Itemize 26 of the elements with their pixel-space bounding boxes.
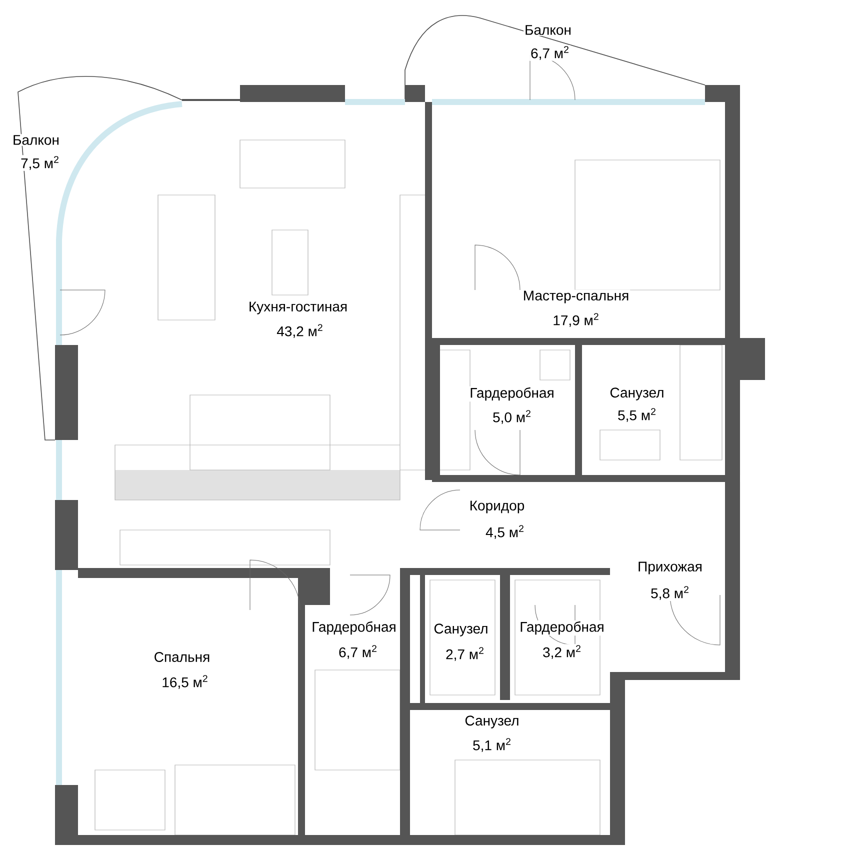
area-label: 5,5 м$^{2}$ <box>616 407 658 423</box>
room-name: Кухня-гостиная <box>247 300 349 316</box>
area-label: 6,7 м$^{2}$ <box>530 45 570 61</box>
area-label: 5,1 м$^{2}$ <box>472 737 512 753</box>
room-name: Прихожая <box>636 560 704 576</box>
room-name: Санузел <box>608 386 666 402</box>
area-label: 2,7 м$^{2}$ <box>444 646 486 662</box>
area-label: 4,5 м$^{2}$ <box>484 524 526 540</box>
room-name: Мастер-спальня <box>522 290 630 304</box>
area-label: 7,5 м$^{2}$ <box>20 155 60 171</box>
area-label: 5,0 м$^{2}$ <box>492 409 532 425</box>
area-label: 6,7 м$^{2}$ <box>338 644 378 660</box>
room-name: Коридор <box>468 500 526 514</box>
room-name: Спальня <box>152 651 212 663</box>
room-name: Санузел <box>432 622 490 638</box>
room-name: Балкон <box>12 134 60 146</box>
area-label: 17,9 м$^{2}$ <box>552 312 600 328</box>
area-label: 3,2 м$^{2}$ <box>542 644 582 660</box>
room-name: Гардеробная <box>518 620 606 636</box>
area-label: 43,2 м$^{2}$ <box>276 323 324 339</box>
area-label: 5,8 м$^{2}$ <box>650 585 690 601</box>
room-name: Балкон <box>524 24 572 36</box>
area-label: 16,5 м$^{2}$ <box>160 674 210 690</box>
room-name: Гардеробная <box>468 386 556 402</box>
room-name: Гардеробная <box>310 620 398 636</box>
room-name: Санузел <box>464 714 520 730</box>
